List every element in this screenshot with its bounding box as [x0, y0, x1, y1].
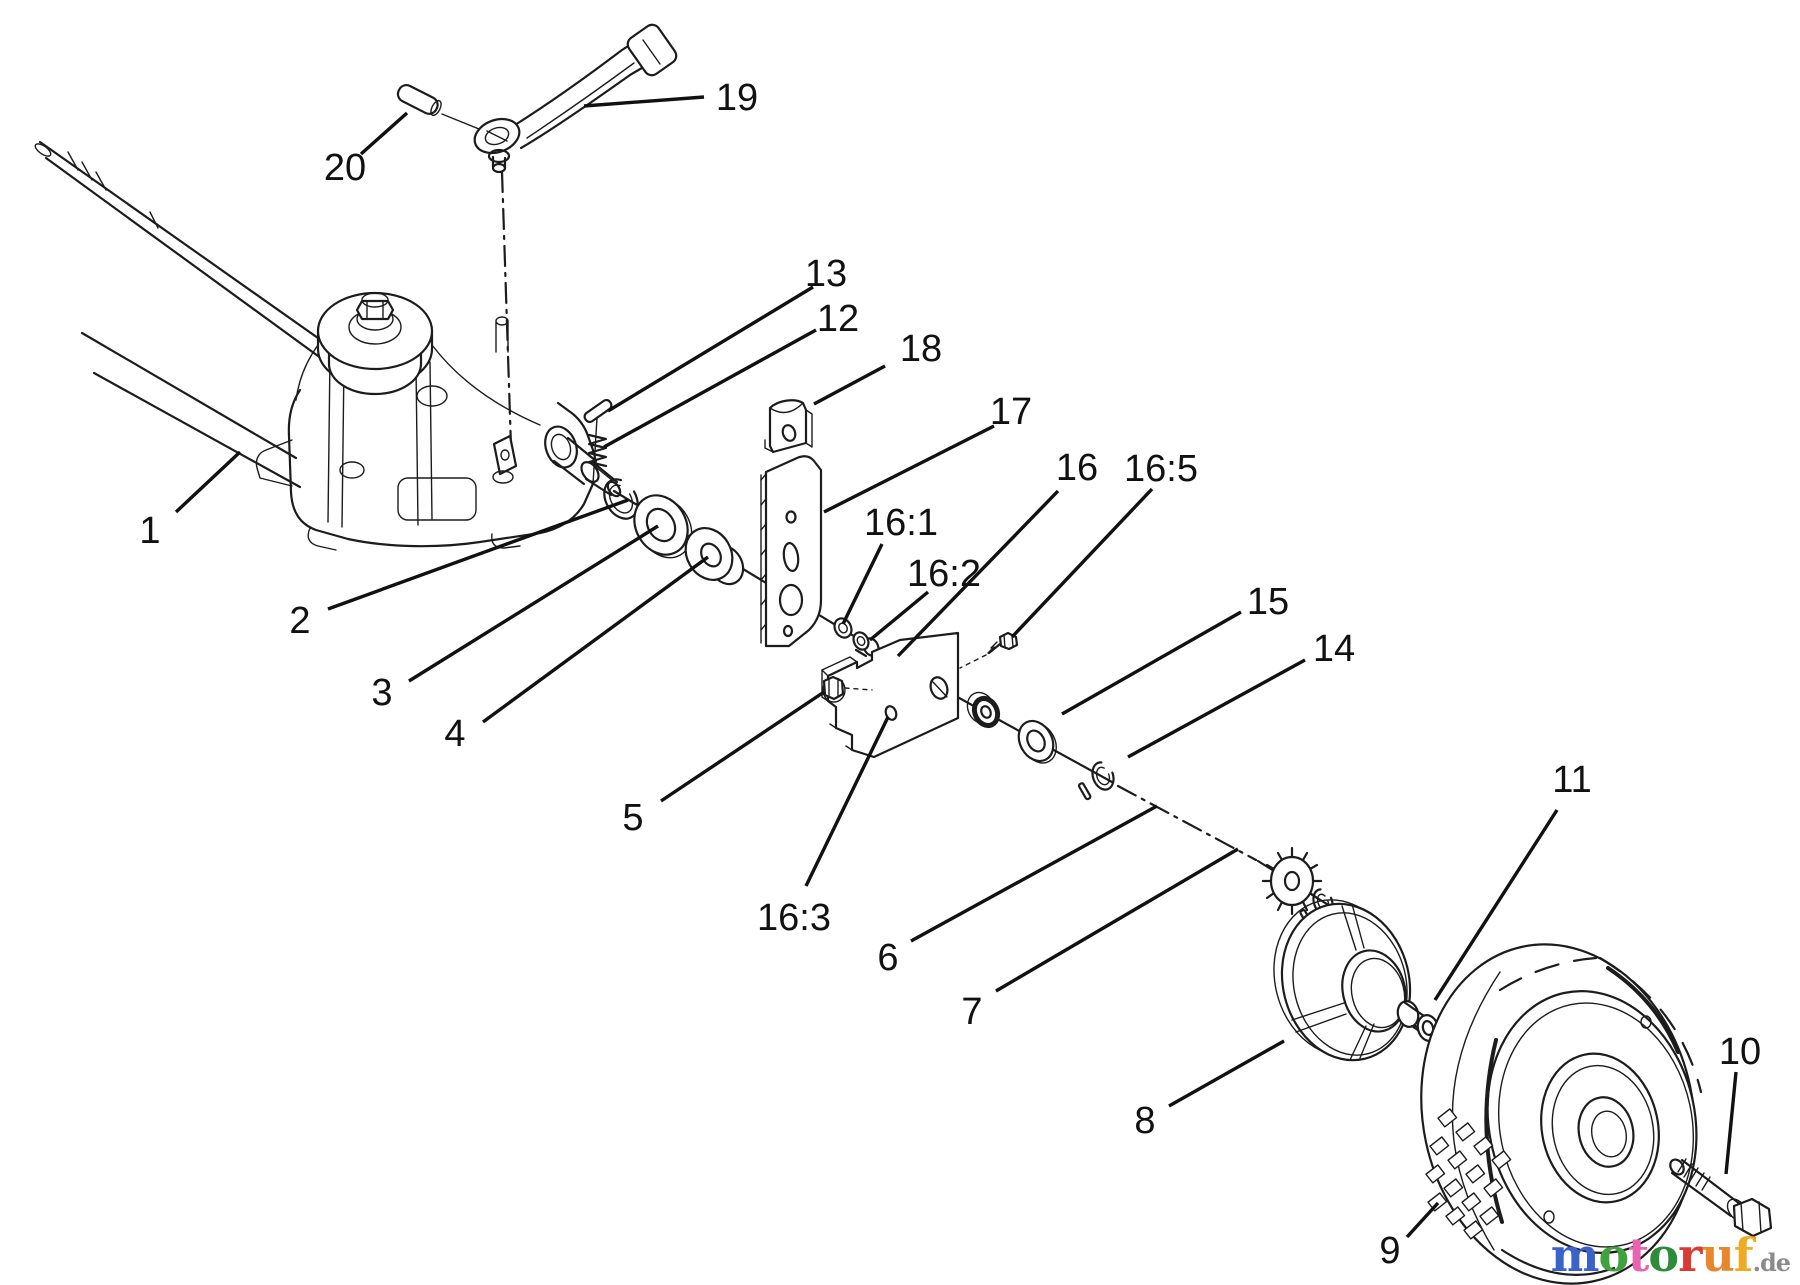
leader-line-19 [583, 95, 705, 108]
part-label-16:1: 16:1 [864, 502, 938, 544]
compression-spring [587, 433, 608, 468]
axle-bolt [1669, 1158, 1773, 1238]
part-label-10: 10 [1719, 1031, 1761, 1073]
leader-line-7 [995, 847, 1239, 993]
frame-rods [80, 331, 302, 489]
part-labels: 1234567891011121314151616:116:216:316:51… [139, 77, 1761, 1272]
part-label-13: 13 [805, 253, 847, 295]
anchor-plate [764, 399, 813, 454]
leader-line-8 [1168, 1039, 1285, 1108]
output-shaft [544, 425, 622, 498]
part-label-15: 15 [1247, 581, 1289, 623]
part-label-6: 6 [877, 937, 898, 979]
leader-line-11 [1433, 809, 1559, 1001]
drive-pulley [316, 291, 434, 396]
part-label-20: 20 [324, 147, 366, 189]
leader-line-2 [327, 498, 629, 611]
part-label-2: 2 [289, 600, 310, 642]
leader-line-17 [823, 424, 995, 514]
tread-pattern [1425, 1108, 1512, 1240]
leader-line-16 [896, 489, 1060, 658]
part-label-16:5: 16:5 [1124, 448, 1198, 490]
wheel [1420, 943, 1703, 1285]
adjuster-block [821, 631, 960, 759]
clevis-pin [396, 83, 480, 130]
part-label-1: 1 [139, 510, 160, 552]
part-label-3: 3 [371, 672, 392, 714]
leader-line-14 [1127, 658, 1306, 759]
wheel-hub [1273, 899, 1412, 1062]
leader-line-16:1 [841, 543, 884, 625]
leader-line-12 [603, 328, 817, 449]
bracket-plate [760, 455, 823, 648]
e-ring-14 [1077, 761, 1115, 801]
leader-line-13 [607, 285, 814, 413]
part-label-11: 11 [1552, 759, 1591, 801]
leader-line-9 [1405, 1201, 1440, 1239]
pinion-gear [1261, 846, 1323, 916]
shift-lever [473, 23, 678, 174]
part-label-16:3: 16:3 [757, 897, 831, 939]
handle-tube [34, 140, 354, 374]
spacer-washer-16-1 [833, 617, 853, 639]
leader-line-16:2 [868, 590, 930, 642]
leader-line-10 [1724, 1071, 1738, 1175]
leader-line-3 [408, 524, 659, 683]
part-label-17: 17 [990, 391, 1032, 433]
shaft-bushing [966, 691, 1001, 729]
leader-line-18 [813, 364, 886, 406]
carriage-bolt-16 [822, 675, 873, 703]
set-screw-16-5 [959, 631, 1019, 669]
watermark-logo: motoruf.de [1551, 1228, 1791, 1282]
part-label-8: 8 [1134, 1100, 1155, 1142]
leader-line-4 [481, 555, 710, 724]
part-label-5: 5 [622, 797, 643, 839]
part-label-19: 19 [716, 77, 758, 119]
woodruff-key [583, 398, 613, 424]
part-label-18: 18 [900, 328, 942, 370]
leader-line-16:3 [804, 716, 890, 887]
part-label-4: 4 [444, 713, 465, 755]
leader-line-5 [660, 690, 825, 803]
part-label-16: 16 [1056, 447, 1098, 489]
part-label-9: 9 [1379, 1230, 1400, 1272]
part-label-14: 14 [1313, 628, 1355, 670]
thrust-washer-15 [1017, 719, 1057, 764]
leader-line-15 [1061, 610, 1242, 716]
leader-line-20 [359, 111, 409, 156]
leader-line-1 [174, 450, 242, 514]
leader-line-6 [910, 804, 1158, 943]
transmission-gearbox [255, 316, 597, 551]
part-label-12: 12 [817, 298, 859, 340]
leader-line-16:5 [1010, 487, 1154, 639]
part-label-7: 7 [961, 991, 982, 1033]
part-label-16:2: 16:2 [907, 553, 981, 595]
lever-centerline [500, 170, 513, 449]
